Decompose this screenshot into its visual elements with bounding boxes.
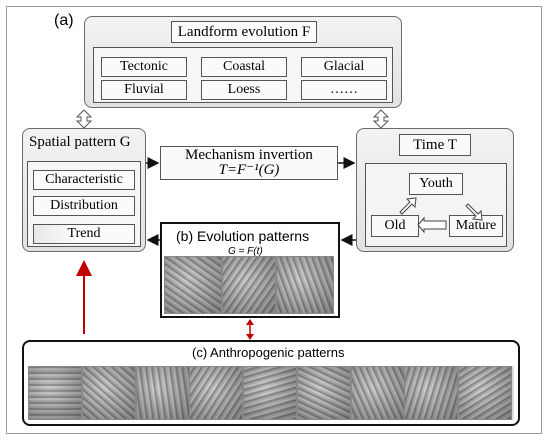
evolution-image-2 <box>222 256 276 314</box>
mechanism-line1: Mechanism invertion <box>185 147 313 163</box>
spatial-title: Spatial pattern G <box>29 134 131 150</box>
spatial-item-trend: Trend <box>33 224 135 244</box>
anthropogenic-image-5 <box>243 366 297 420</box>
time-box: Time T Youth Old Mature <box>356 128 514 252</box>
landform-item-tectonic: Tectonic <box>101 57 187 77</box>
landform-evolution-box: Landform evolution F Tectonic Coastal Gl… <box>84 16 402 108</box>
time-mature: Mature <box>449 215 503 237</box>
evolution-image-1 <box>164 256 222 314</box>
time-old: Old <box>371 215 419 237</box>
anthropogenic-image-2 <box>82 366 136 420</box>
landform-item-coastal: Coastal <box>201 57 287 77</box>
evolution-formula: G = F(t) <box>228 246 263 257</box>
mechanism-box: Mechanism invertion T=F⁻¹(G) <box>160 146 338 180</box>
time-title-text: Time T <box>413 137 457 153</box>
spatial-item-distribution: Distribution <box>33 196 135 216</box>
landform-item-fluvial: Fluvial <box>101 80 187 100</box>
anthropogenic-image-4 <box>189 366 243 420</box>
landform-item-more: …… <box>301 80 387 100</box>
time-youth: Youth <box>409 173 463 195</box>
anthropogenic-image-3 <box>136 366 190 420</box>
time-title: Time T <box>399 134 471 156</box>
evolution-image-3 <box>276 256 334 314</box>
evolution-title: (b) Evolution patterns <box>176 228 310 244</box>
panel-a-label: (a) <box>54 12 74 29</box>
landform-item-loess: Loess <box>201 80 287 100</box>
anthropogenic-image-9 <box>458 366 512 420</box>
anthropogenic-title: (c) Anthropogenic patterns <box>192 345 345 360</box>
spatial-item-characteristic: Characteristic <box>33 170 135 190</box>
mechanism-line2: T=F⁻¹(G) <box>218 162 280 178</box>
anthropogenic-image-6 <box>297 366 351 420</box>
anthropogenic-image-8 <box>404 366 458 420</box>
anthropogenic-image-7 <box>351 366 405 420</box>
landform-title-text: Landform evolution F <box>177 24 311 40</box>
spatial-pattern-box: Spatial pattern G Characteristic Distrib… <box>22 128 146 252</box>
landform-title: Landform evolution F <box>171 21 317 43</box>
anthropogenic-image-1 <box>28 366 82 420</box>
landform-item-glacial: Glacial <box>301 57 387 77</box>
